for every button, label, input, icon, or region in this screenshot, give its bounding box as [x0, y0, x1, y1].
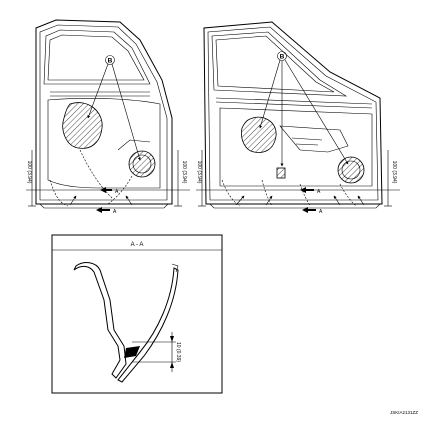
rear-section-marker-upper: A: [115, 189, 119, 195]
rear-section-arrow-upper: [100, 187, 112, 193]
rear-door-window-inner: [47, 34, 145, 81]
rear-door: B 100 (3.94) 100 (3.94) A A: [26, 19, 190, 215]
rear-door-inner-panel: [47, 98, 161, 189]
rear-dim-right-label: 100 (3.94): [181, 161, 187, 184]
front-door-belt-line: [215, 97, 373, 109]
rear-leader-dash-1: [49, 179, 69, 207]
section-outer-panel: [117, 267, 179, 383]
section-sealant-bead: [124, 346, 140, 358]
section-frame: [51, 234, 223, 394]
front-sealant-arrow-1: [235, 195, 245, 206]
front-dim-right-label: 100 (3.94): [391, 161, 397, 184]
front-leader-to-patch: [259, 59, 281, 129]
front-door-armrest: [279, 125, 349, 153]
front-callout-circle: [277, 51, 287, 61]
rear-leader-dash-2: [79, 149, 113, 199]
rear-sealant-arrow-1: [69, 195, 77, 206]
front-door: B 100 (3.94) 100 (3.94) A A: [196, 21, 400, 215]
rear-door-window-opening: [43, 29, 151, 85]
front-door-inner-flange: [207, 26, 379, 201]
front-leader-to-service-hole: [284, 59, 349, 165]
section-outer-panel-top: [171, 263, 179, 273]
front-door-inner-panel: [219, 107, 373, 187]
rear-door-handle-rod: [117, 139, 151, 151]
figure-id: JSKIA2131ZZ: [390, 410, 418, 415]
section-title: A - A: [131, 242, 144, 248]
front-leader-dash-3: [299, 183, 311, 207]
front-section-arrow-lower: [302, 207, 316, 213]
front-door-small-hole: [276, 167, 286, 179]
front-leader-dash-1: [221, 179, 241, 207]
rear-leader-dash-3: [107, 175, 133, 205]
rear-dim-left-label: 100 (3.94): [26, 161, 32, 184]
rear-door-sill: [39, 203, 169, 209]
rear-callout-b: B: [108, 58, 113, 65]
front-door-window-inner: [215, 35, 335, 93]
rear-door-inner-flange: [39, 24, 168, 201]
front-section-arrow-upper: [300, 187, 314, 193]
front-section-marker-upper: A: [317, 189, 321, 195]
front-door-handle-recess: [291, 137, 323, 146]
front-leader-dash-4: [339, 183, 357, 207]
front-sealant-arrow-4: [357, 195, 365, 206]
rear-sealant-arrow-2: [125, 195, 133, 206]
rear-door-outline: [35, 19, 173, 205]
rear-callout-circle: [105, 55, 115, 65]
rear-door-sealant-patch: [62, 102, 103, 149]
section-dim-label: 10 (0.39): [175, 342, 181, 362]
rear-leader-to-hole: [111, 63, 141, 161]
front-dim-left-label: 100 (3.94): [196, 161, 202, 184]
rear-leader-to-patch: [87, 63, 109, 119]
rear-section-marker-lower: A: [113, 209, 117, 215]
front-door-sealant-patch: [241, 116, 277, 153]
section-a-a-view: A - A 10 (0.39): [51, 234, 223, 394]
front-door-window-opening: [211, 31, 348, 97]
front-sealant-arrow-2: [265, 195, 273, 206]
front-door-sill: [209, 203, 381, 209]
front-callout-b: B: [280, 54, 285, 61]
front-door-service-hole-inner: [341, 160, 361, 180]
section-inner-panel: [73, 262, 127, 379]
rear-door-service-hole-inner: [132, 154, 152, 174]
front-leader-dash-2: [261, 179, 273, 207]
rear-section-arrow-lower: [96, 207, 110, 213]
front-sealant-arrow-3: [333, 195, 341, 206]
front-door-outline: [203, 21, 383, 205]
rear-door-belt-line: [50, 91, 150, 97]
front-section-marker-lower: A: [319, 209, 323, 215]
